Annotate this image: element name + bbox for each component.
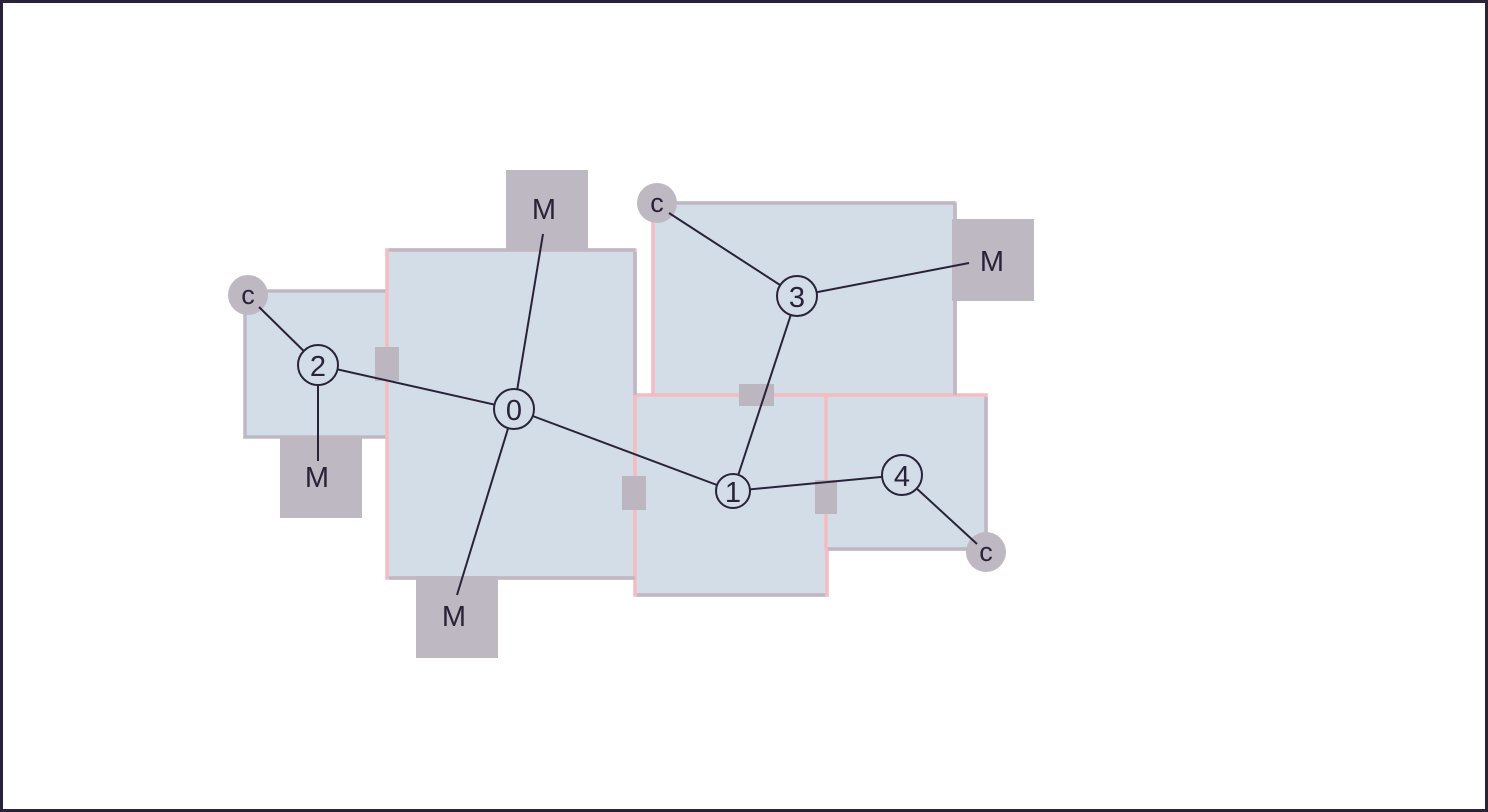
node-circle-4 <box>881 454 923 496</box>
coin-label-3: c <box>650 188 664 218</box>
node-circle-2 <box>297 344 339 386</box>
door-2-0 <box>375 347 399 381</box>
node-label-3: 3 <box>789 282 805 314</box>
monster-label-bottom-0: M <box>442 601 466 633</box>
monster-box-top-0 <box>506 170 588 250</box>
node-circle-0 <box>493 388 535 430</box>
monster-label-top-0: M <box>532 194 556 226</box>
door-0-1 <box>622 476 646 510</box>
edge-2-0 <box>317 364 515 410</box>
node-label-4: 4 <box>894 461 910 493</box>
monster-box-bottom-0 <box>416 576 498 658</box>
node-circle-1 <box>715 473 751 509</box>
coin-circle-2 <box>228 275 268 315</box>
edge-0-monster-bottom <box>456 408 515 596</box>
monster-label-3: M <box>980 246 1004 278</box>
node-label-2: 2 <box>310 351 326 383</box>
edge-1-3 <box>732 295 798 492</box>
node-label-0: 0 <box>506 395 522 427</box>
edge-0-1 <box>513 408 734 492</box>
edge-3-coin <box>668 212 798 297</box>
monster-label-2: M <box>305 462 329 494</box>
node-circle-3 <box>776 275 818 317</box>
dungeon-graph: 0 1 2 3 4 M M M M c c c <box>228 170 1034 658</box>
node-label-1: 1 <box>725 477 741 509</box>
edge-0-monster-top <box>513 233 544 410</box>
coin-label-4: c <box>979 537 993 567</box>
monster-box-3 <box>952 219 1034 301</box>
coin-label-2: c <box>241 280 255 310</box>
monster-box-2 <box>280 436 362 518</box>
door-1-4 <box>815 480 837 514</box>
coin-circle-3 <box>637 183 677 223</box>
edge-1-4 <box>732 474 903 492</box>
edge-3-monster <box>796 262 970 297</box>
door-3-1 <box>739 384 774 406</box>
